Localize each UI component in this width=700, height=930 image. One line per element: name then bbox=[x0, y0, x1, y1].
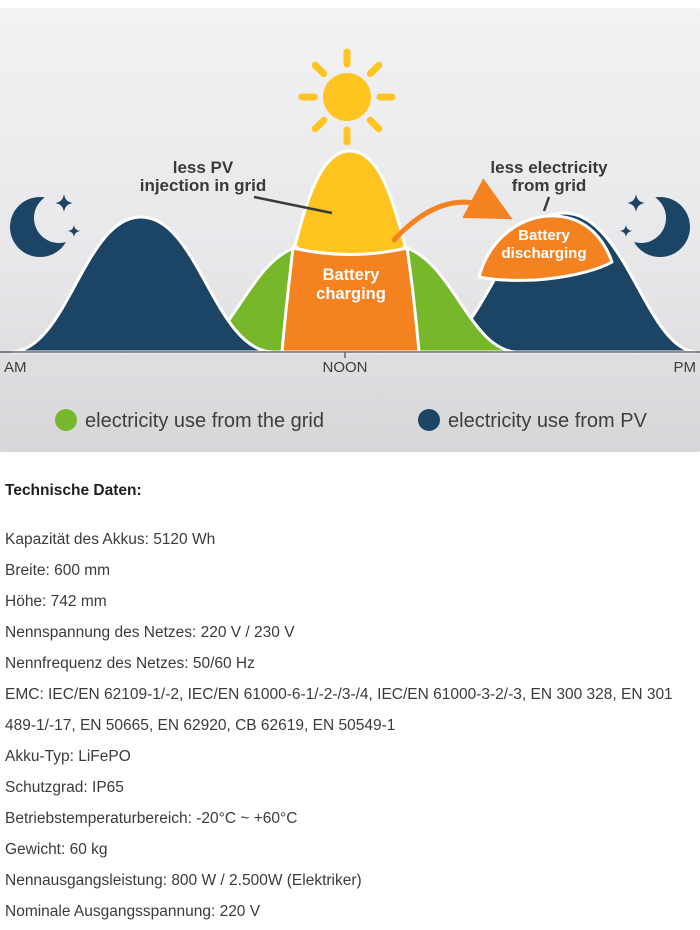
moon-right-icon bbox=[620, 194, 690, 257]
battery-discharging-region bbox=[477, 214, 614, 282]
battery-charging-label-line1: Battery bbox=[323, 266, 381, 284]
spec-line-protection: Schutzgrad: IP65 bbox=[5, 779, 124, 796]
annotation-pointer-line-right bbox=[542, 196, 551, 212]
spec-line-weight: Gewicht: 60 kg bbox=[5, 841, 108, 858]
moon-right-disc bbox=[630, 197, 690, 257]
moon-left-icon bbox=[10, 194, 80, 257]
spec-line-output-voltage: Nominale Ausgangsspannung: 220 V bbox=[5, 903, 261, 920]
specs-title: Technische Daten: bbox=[5, 482, 142, 499]
technical-data-section: Technische Daten: Kapazität des Akkus: 5… bbox=[0, 452, 700, 927]
spec-line-frequency: Nennfrequenz des Netzes: 50/60 Hz bbox=[5, 655, 255, 672]
legend-label-pv: electricity use from PV bbox=[448, 410, 648, 432]
curves bbox=[10, 149, 698, 354]
battery-discharging-label-line2: discharging bbox=[501, 245, 586, 262]
star-icon bbox=[627, 194, 645, 212]
sun-icon bbox=[298, 48, 396, 146]
spec-line-capacity: Kapazität des Akkus: 5120 Wh bbox=[5, 531, 216, 548]
battery-charging-region bbox=[280, 246, 421, 354]
annotation-less-grid-line2: from grid bbox=[512, 176, 587, 195]
star-icon bbox=[68, 225, 80, 237]
legend-dot-grid bbox=[55, 409, 77, 431]
spec-line-output-power: Nennausgangsleistung: 800 W / 2.500W (El… bbox=[5, 872, 362, 889]
sun-disc bbox=[323, 73, 371, 121]
legend-label-grid: electricity use from the grid bbox=[85, 410, 324, 432]
annotation-less-pv-line1: less PV bbox=[173, 158, 234, 177]
axis-label-noon: NOON bbox=[323, 359, 368, 376]
star-icon bbox=[620, 225, 632, 237]
annotation-less-pv-line2: injection in grid bbox=[140, 176, 267, 195]
axis-label-am: AM bbox=[4, 359, 27, 376]
spec-line-height: Höhe: 742 mm bbox=[5, 593, 107, 610]
infographic-svg: AM NOON PM less PV injection in grid les… bbox=[0, 8, 700, 452]
axis-label-pm: PM bbox=[674, 359, 697, 376]
annotation-less-grid-line1: less electricity bbox=[490, 158, 608, 177]
legend-dot-pv bbox=[418, 409, 440, 431]
legend: electricity use from the grid electricit… bbox=[55, 409, 648, 432]
spec-line-voltage: Nennspannung des Netzes: 220 V / 230 V bbox=[5, 624, 295, 641]
battery-charging-label-line2: charging bbox=[316, 285, 386, 303]
star-icon bbox=[55, 194, 73, 212]
moon-left-disc bbox=[10, 197, 70, 257]
spec-line-battery-type: Akku-Typ: LiFePO bbox=[5, 748, 131, 765]
annotation-pointer-line-left bbox=[253, 195, 333, 215]
spec-line-temperature: Betriebstemperaturbereich: -20°C ~ +60°C bbox=[5, 810, 298, 827]
spec-line-width: Breite: 600 mm bbox=[5, 562, 111, 579]
pv-battery-infographic: AM NOON PM less PV injection in grid les… bbox=[0, 0, 700, 452]
sun-rays bbox=[298, 48, 396, 146]
pv-use-curve-left bbox=[10, 215, 274, 354]
spec-line-emc: EMC: IEC/EN 62109-1/-2, IEC/EN 61000-6-1… bbox=[5, 686, 673, 734]
battery-discharging-label-line1: Battery bbox=[518, 227, 570, 244]
battery-transfer-arrow-icon bbox=[391, 178, 513, 243]
